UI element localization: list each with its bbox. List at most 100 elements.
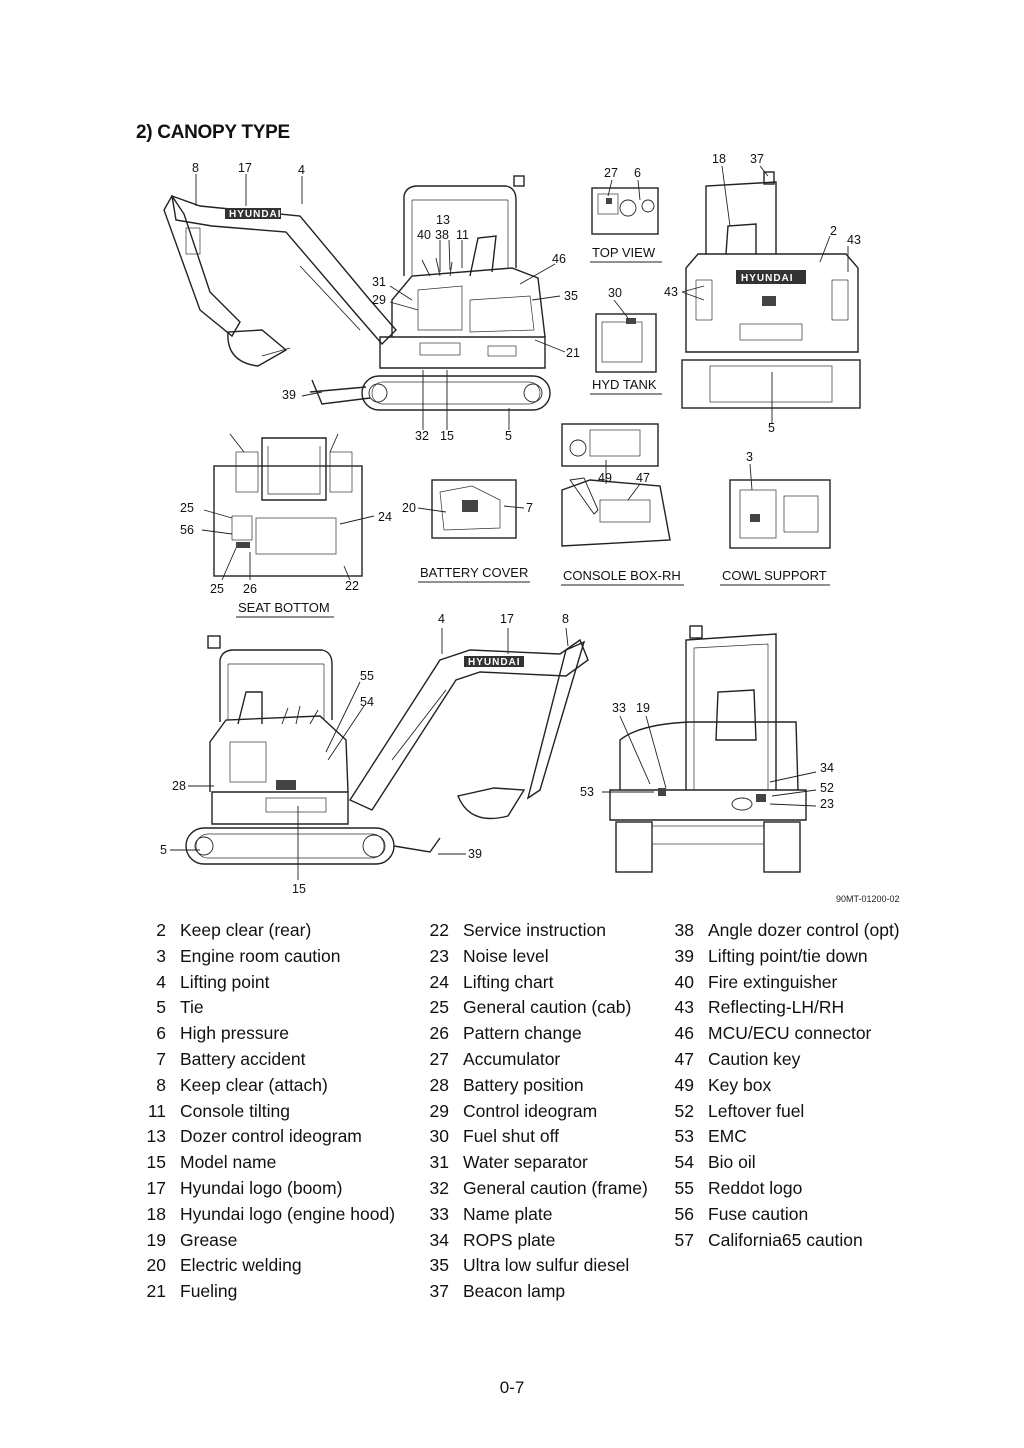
figure-code: 90MT-01200-02	[836, 894, 900, 904]
legend-text: Fire extinguisher	[708, 971, 838, 992]
legend-text: Noise level	[463, 945, 549, 966]
callout-number: 19	[636, 701, 650, 715]
callout-number: 54	[360, 695, 374, 709]
legend-number: 30	[429, 1126, 449, 1147]
callout-number: 47	[636, 471, 650, 485]
legend-number: 53	[674, 1126, 694, 1147]
callout-number: 38	[435, 228, 449, 242]
console-box-rh-view: 49 47 CONSOLE BOX-RH	[561, 423, 684, 586]
legend-text: Lifting chart	[463, 971, 554, 992]
legend-text: Name plate	[463, 1203, 553, 1224]
legend-text: Ultra low sulfur diesel	[463, 1255, 630, 1276]
legend-number: 47	[674, 1049, 694, 1069]
legend-number: 27	[429, 1049, 449, 1069]
legend-number: 21	[146, 1281, 166, 1302]
legend-text: California65 caution	[708, 1229, 863, 1250]
callout-number: 43	[664, 285, 678, 299]
legend-text: Pattern change	[463, 1023, 582, 1044]
legend-number: 46	[674, 1023, 694, 1044]
callout-number: 5	[505, 429, 512, 443]
decal-location-diagram: HYUNDAI 8 17 4 13 40 38 11 46 31 29 35 2…	[160, 152, 900, 904]
callout-number: 33	[612, 701, 626, 715]
top-view: 27 6 TOP VIEW	[590, 166, 662, 263]
callout-number: 32	[415, 429, 429, 443]
legend-text: Grease	[180, 1229, 238, 1250]
legend-text: Accumulator	[463, 1049, 561, 1069]
callout-number: 53	[580, 785, 594, 799]
legend-number: 39	[674, 945, 694, 966]
callout-number: 24	[378, 510, 392, 524]
view-caption: CONSOLE BOX-RH	[563, 568, 681, 583]
callout-number: 3	[746, 450, 753, 464]
page-number: 0-7	[499, 1378, 525, 1397]
legend-text: Reddot logo	[708, 1178, 803, 1198]
legend-number: 55	[674, 1178, 694, 1198]
legend-number: 28	[429, 1074, 449, 1095]
legend-text: General caution (frame)	[463, 1178, 648, 1198]
callout-number: 52	[820, 781, 834, 795]
view-caption: TOP VIEW	[592, 245, 656, 260]
legend-number: 33	[429, 1203, 449, 1224]
legend-text: Service instruction	[463, 920, 606, 940]
legend-text: EMC	[708, 1126, 747, 1147]
callout-number: 8	[192, 161, 199, 175]
callout-number: 6	[634, 166, 641, 180]
legend-text: ROPS plate	[463, 1229, 556, 1250]
callout-number: 7	[526, 501, 533, 515]
callout-number: 23	[820, 797, 834, 811]
legend-text: Hyundai logo (boom)	[180, 1178, 343, 1198]
callout-number: 15	[440, 429, 454, 443]
legend-text: Engine room caution	[180, 945, 341, 966]
callout-number: 35	[564, 289, 578, 303]
legend-number: 19	[146, 1229, 166, 1250]
legend-number: 31	[429, 1152, 449, 1173]
callout-number: 25	[180, 501, 194, 515]
view-caption: BATTERY COVER	[420, 565, 528, 580]
legend-number: 11	[147, 1100, 166, 1121]
legend-text: Dozer control ideogram	[180, 1126, 362, 1147]
legend-number: 54	[674, 1152, 694, 1173]
legend-text: High pressure	[180, 1023, 289, 1044]
callout-number: 13	[436, 213, 450, 227]
callout-number: 55	[360, 669, 374, 683]
callout-number: 27	[604, 166, 618, 180]
callout-number: 11	[456, 228, 469, 242]
legend-text: Fueling	[180, 1281, 238, 1302]
battery-cover-view: 20 7 BATTERY COVER	[402, 479, 533, 583]
legend-text: Key box	[708, 1074, 772, 1095]
legend-number: 56	[674, 1203, 694, 1224]
legend-number: 2	[156, 920, 166, 940]
legend-number: 32	[429, 1178, 449, 1198]
legend-text: Electric welding	[180, 1255, 302, 1276]
callout-number: 8	[562, 612, 569, 626]
legend-text: Keep clear (rear)	[180, 920, 312, 940]
hyundai-logo-decal: HYUNDAI	[229, 209, 282, 220]
callout-number: 26	[243, 582, 257, 596]
callout-number: 2	[830, 224, 837, 238]
seat-bottom-view: 25 56 24 25 26 22 SEAT BOTTOM	[180, 433, 392, 618]
callout-number: 5	[768, 421, 775, 435]
section-title: 2) CANOPY TYPE	[136, 122, 290, 143]
view-caption: COWL SUPPORT	[722, 568, 827, 583]
rear-view: HYUNDAI 18 37 2 43 43 5	[664, 152, 861, 435]
callout-number: 39	[468, 847, 482, 861]
legend-number: 17	[146, 1178, 166, 1198]
legend-text: Hyundai logo (engine hood)	[180, 1203, 396, 1224]
legend-text: MCU/ECU connector	[708, 1023, 872, 1044]
legend-text: Beacon lamp	[463, 1281, 566, 1302]
legend-text: Model name	[180, 1152, 277, 1173]
cowl-support-view: 3 COWL SUPPORT	[720, 450, 831, 586]
legend-number: 24	[429, 971, 449, 992]
legend-number: 23	[429, 945, 449, 966]
legend-number: 3	[156, 945, 166, 966]
legend-number: 5	[156, 997, 166, 1018]
callout-number: 4	[438, 612, 445, 626]
legend-number: 57	[674, 1229, 694, 1250]
legend-number: 38	[674, 920, 694, 940]
callout-number: 18	[712, 152, 726, 166]
legend-text: Lifting point	[180, 971, 270, 992]
callout-number: 15	[292, 882, 306, 896]
callout-number: 20	[402, 501, 416, 515]
legend-text: Lifting point/tie down	[708, 945, 868, 966]
legend-text: Tie	[180, 997, 204, 1018]
